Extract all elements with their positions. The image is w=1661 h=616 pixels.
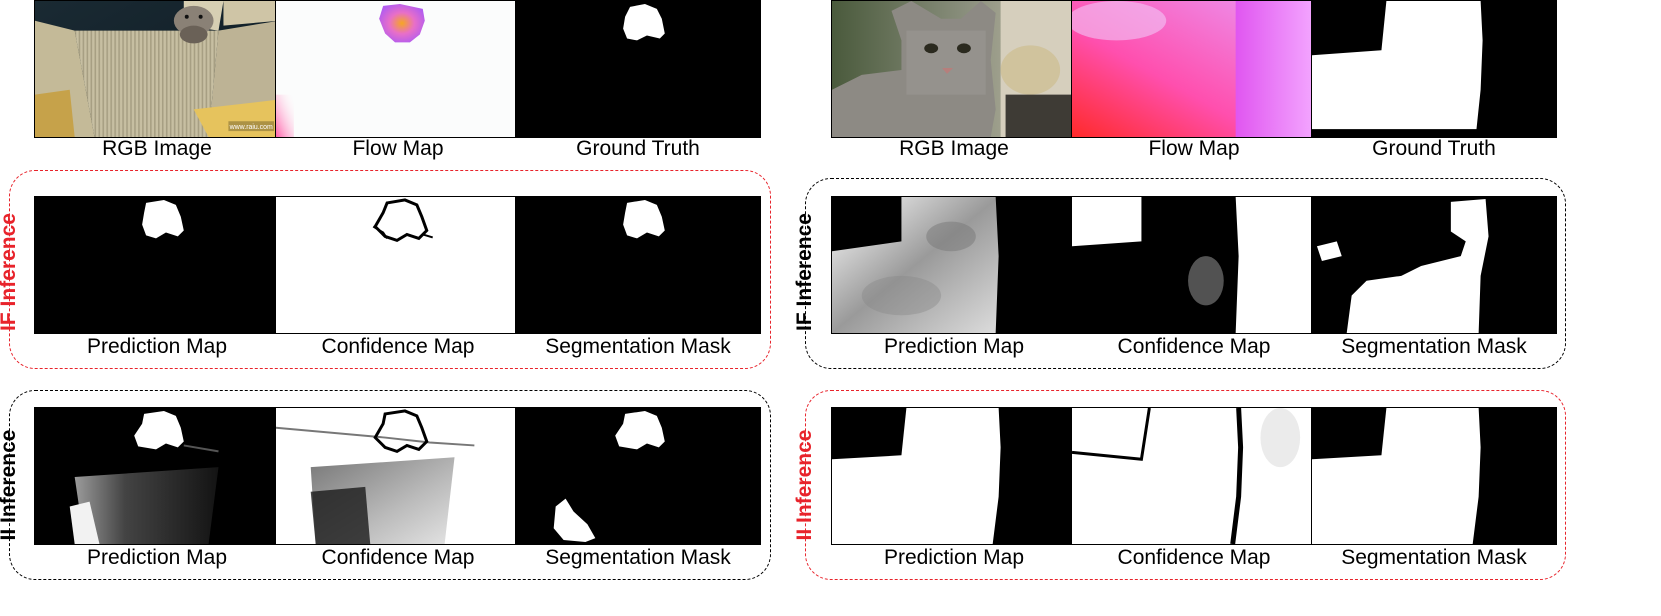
left-flow-map — [275, 0, 521, 138]
right-ii-caption-segmentation: Segmentation Mask — [1341, 546, 1527, 569]
left-ii-inference-label: II Inference — [0, 429, 20, 541]
right-caption-gt: Ground Truth — [1372, 137, 1496, 160]
left-if-inference-label: IF Inference — [0, 213, 20, 331]
right-caption-flow: Flow Map — [1148, 137, 1240, 160]
right-ii-prediction-map — [831, 407, 1077, 545]
left-caption-rgb: RGB Image — [102, 137, 212, 160]
right-rgb-image — [831, 0, 1077, 138]
left-ground-truth — [515, 0, 761, 138]
left-caption-gt: Ground Truth — [576, 137, 700, 160]
right-ii-caption-confidence: Confidence Map — [1117, 546, 1271, 569]
left-ii-caption-prediction: Prediction Map — [86, 546, 228, 569]
left-if-segmentation-mask — [515, 196, 761, 334]
left-if-caption-segmentation: Segmentation Mask — [545, 335, 731, 358]
left-ii-inference-group — [9, 390, 771, 580]
right-if-inference-group — [805, 178, 1566, 369]
right-ii-inference-label: II Inference — [793, 429, 816, 541]
right-flow-map — [1071, 0, 1317, 138]
right-if-inference-label: IF Inference — [793, 213, 816, 331]
left-if-confidence-map — [275, 196, 521, 334]
left-if-inference-group — [9, 170, 771, 369]
right-if-prediction-map — [831, 196, 1077, 334]
right-ii-caption-prediction: Prediction Map — [883, 546, 1025, 569]
left-if-caption-confidence: Confidence Map — [321, 335, 475, 358]
left-ii-segmentation-mask — [515, 407, 761, 545]
left-rgb-image: www.raiu.com — [34, 0, 280, 138]
right-ii-segmentation-mask — [1311, 407, 1557, 545]
right-if-segmentation-mask — [1311, 196, 1557, 334]
right-ii-confidence-map — [1071, 407, 1317, 545]
left-if-caption-prediction: Prediction Map — [86, 335, 228, 358]
watermark: www.raiu.com — [229, 124, 273, 131]
right-if-caption-confidence: Confidence Map — [1117, 335, 1271, 358]
left-ii-caption-confidence: Confidence Map — [321, 546, 475, 569]
left-ii-caption-segmentation: Segmentation Mask — [545, 546, 731, 569]
left-caption-flow: Flow Map — [352, 137, 444, 160]
right-ii-inference-group — [805, 390, 1566, 580]
left-ii-prediction-map — [34, 407, 280, 545]
right-ground-truth — [1311, 0, 1557, 138]
right-if-confidence-map — [1071, 196, 1317, 334]
right-if-caption-segmentation: Segmentation Mask — [1341, 335, 1527, 358]
left-if-prediction-map — [34, 196, 280, 334]
right-caption-rgb: RGB Image — [899, 137, 1009, 160]
left-ii-confidence-map — [275, 407, 521, 545]
right-if-caption-prediction: Prediction Map — [883, 335, 1025, 358]
